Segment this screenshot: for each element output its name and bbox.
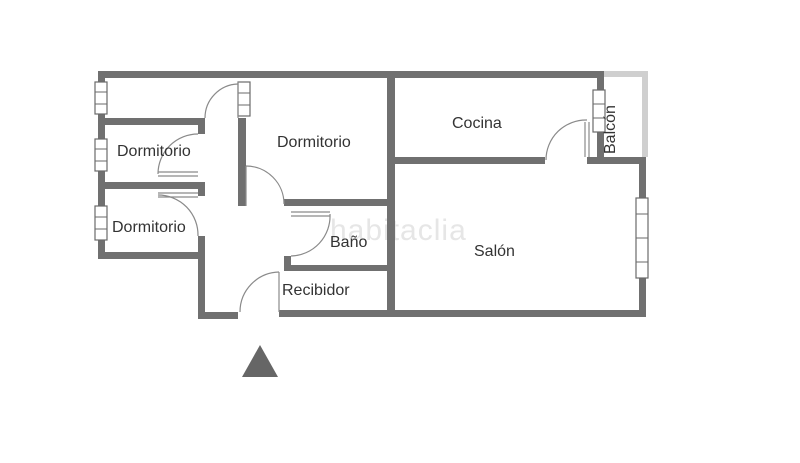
door-top-left: [204, 82, 239, 119]
wall-bedroom-mid-divider: [98, 182, 204, 189]
wall-bedroom-stub-1: [198, 118, 205, 134]
wall-bano-left: [284, 256, 291, 270]
wall-bano-top: [284, 199, 390, 206]
wall-bedroom-stub-2: [198, 182, 205, 196]
wall-bano-bottom: [284, 265, 390, 271]
balcony-wall-right: [642, 71, 648, 157]
wall-cocina-bottom: [387, 157, 545, 164]
triangle-up-icon: [242, 345, 278, 377]
wall-bottom-right: [279, 310, 646, 317]
wall-main-divider: [387, 71, 395, 317]
wall-top: [98, 71, 604, 78]
window-top-left: [94, 81, 108, 115]
room-label-recibidor: Recibidor: [282, 282, 350, 299]
door-cocina-balcon: [545, 119, 590, 161]
wall-dormitorio-left: [238, 118, 246, 206]
door-bedroom-2: [157, 192, 199, 237]
door-bano: [290, 211, 331, 257]
room-label-dormitorio-3: Dormitorio: [277, 134, 351, 151]
door-dormitorio: [245, 165, 285, 206]
room-label-dormitorio-1: Dormitorio: [117, 143, 191, 160]
door-bedroom-1: [157, 133, 199, 177]
room-label-cocina: Cocina: [452, 115, 502, 132]
doors: [157, 82, 590, 313]
wall-cocina-bottom-right: [587, 157, 646, 164]
door-entrance: [239, 271, 280, 313]
window-bedroom-2: [94, 205, 108, 241]
room-label-dormitorio-2: Dormitorio: [112, 219, 186, 236]
watermark: habitaclia: [330, 214, 467, 247]
balcony-wall-top: [604, 71, 648, 77]
wall-hall-left: [198, 236, 205, 318]
room-label-balcon: Balcón: [602, 105, 619, 154]
windows: [94, 81, 649, 279]
wall-bedrooms-bottom: [98, 252, 204, 259]
walls: [98, 71, 648, 319]
window-bedroom-1: [94, 138, 108, 172]
wall-bedroom-top-divider: [98, 118, 204, 125]
window-cocina: [592, 89, 606, 133]
room-label-salon: Salón: [474, 243, 515, 260]
window-dormitorio: [237, 81, 251, 117]
window-salon: [635, 197, 649, 279]
wall-bottom-left: [198, 312, 238, 319]
room-label-bano: Baño: [330, 234, 367, 251]
room-labels: Dormitorio Dormitorio Dormitorio Cocina …: [112, 105, 619, 299]
